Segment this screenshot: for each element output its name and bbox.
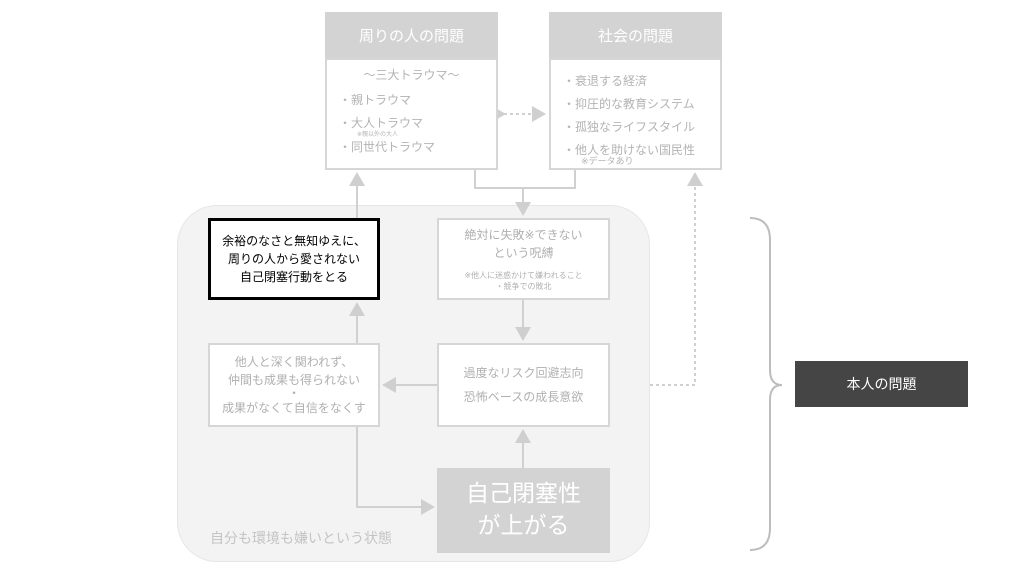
isolation-box: 他人と深く関われず、 仲間も成果も得られない ・ 成果がなくて自信をなくす	[208, 343, 380, 427]
text-line: 絶対に失敗※できない	[464, 227, 583, 242]
text-line: 周りの人から愛されない	[227, 252, 360, 266]
text-line: 自己閉塞性	[466, 481, 581, 508]
society-header: 社会の問題	[549, 12, 722, 58]
region-label: 自分も環境も嫌いという状態	[210, 531, 392, 547]
text-line: 過度なリスク回避志向	[463, 366, 584, 380]
text-line: 恐怖ベースの成長意欲	[463, 390, 584, 404]
list-item: ・孤独なライフスタイル	[563, 120, 696, 134]
surroundings-header: 周りの人の問題	[325, 12, 498, 58]
text-line: という呪縛	[493, 245, 554, 260]
list-item: ・同世代トラウマ	[339, 140, 436, 154]
risk-box: 過度なリスク回避志向 恐怖ベースの成長意欲	[437, 343, 610, 427]
curse-box: 絶対に失敗※できない という呪縛 ※他人に迷惑かけて嫌われること ・競争での敗北	[437, 218, 610, 300]
note: ・競争での敗北	[495, 282, 552, 291]
note: ※他人に迷惑かけて嫌われること	[464, 270, 583, 280]
text-line: 仲間も成果も得られない	[227, 373, 360, 388]
society-body: ・衰退する経済 ・抑圧的な教育システム ・孤独なライフスタイル ・他人を助けない…	[549, 58, 722, 170]
surroundings-body: 〜三大トラウマ〜 ・親トラウマ ・大人トラウマ ※親以外の大人 ・同世代トラウマ	[325, 58, 498, 170]
closure-box: 自己閉塞性 が上がる	[437, 468, 610, 553]
note: ※データあり	[581, 157, 634, 167]
list-item: ・大人トラウマ	[339, 116, 424, 130]
text-line: 他人と深く関われず、	[234, 355, 354, 370]
self-problem-box: 本人の問題	[795, 361, 968, 407]
list-item: ・他人を助けない国民性	[563, 143, 696, 157]
list-item: ・抑圧的な教育システム	[563, 97, 695, 111]
text-line: 余裕のなさと無知ゆえに、	[222, 234, 366, 248]
list-item: ・親トラウマ	[339, 93, 412, 107]
text-line: 自己閉塞行動をとる	[239, 270, 348, 284]
trauma-subtitle: 〜三大トラウマ〜	[363, 68, 460, 82]
note: ※親以外の大人	[357, 131, 399, 138]
text-line: が上がる	[477, 512, 570, 539]
text-line: ・	[287, 386, 300, 401]
list-item: ・衰退する経済	[563, 74, 648, 88]
text-line: 成果がなくて自信をなくす	[222, 400, 366, 415]
highlight-box: 余裕のなさと無知ゆえに、 周りの人から愛されない 自己閉塞行動をとる	[208, 218, 380, 300]
